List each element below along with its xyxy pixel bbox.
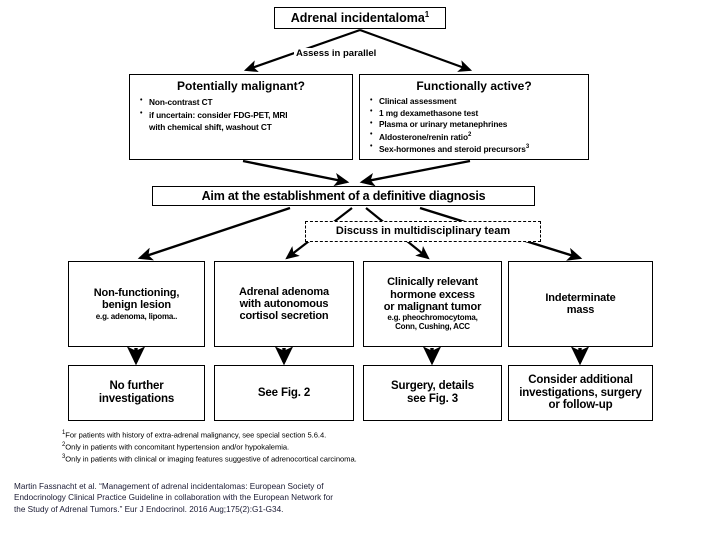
node-outcome-adrenal-adenoma: Adrenal adenoma with autonomous cortisol…	[214, 261, 354, 347]
malignant-criteria-list: Non-contrast CT if uncertain: consider F…	[136, 96, 346, 134]
footnote-marker-1: 1	[424, 9, 430, 19]
outcome-line-2: hormone excess	[390, 288, 475, 301]
node-multidisciplinary-team: Discuss in multidisciplinary team	[305, 221, 541, 242]
outcome-line-1: Non-functioning,	[93, 287, 180, 300]
node-aim-definitive-diagnosis: Aim at the establishment of a definitive…	[152, 186, 535, 206]
footnote-number: 1	[62, 430, 66, 436]
action-line-1: Surgery, details	[390, 380, 475, 393]
action-line-1: No further	[109, 380, 164, 393]
outcome-line-1: Indeterminate	[545, 291, 616, 304]
list-item: if uncertain: consider FDG-PET, MRI with…	[140, 109, 346, 133]
node-action-consider-additional: Consider additional investigations, surg…	[508, 365, 653, 421]
action-line-3: or follow-up	[548, 399, 613, 412]
node-outcome-hormone-excess: Clinically relevant hormone excess or ma…	[363, 261, 502, 347]
outcome-line-3: or malignant tumor	[383, 300, 482, 313]
list-item: Aldosterone/renin ratio2	[370, 130, 582, 143]
footnote-marker-3: 3	[525, 143, 530, 150]
source-citation: Martin Fassnacht et al. “Management of a…	[14, 482, 334, 514]
list-item: Non-contrast CT	[140, 96, 346, 108]
action-line-2: investigations	[98, 393, 175, 405]
footnote-2: 2Only in patients with concomitant hyper…	[62, 441, 582, 453]
node-outcome-non-functioning: Non-functioning, benign lesion e.g. aden…	[68, 261, 205, 347]
outcome-line-1: Adrenal adenoma	[238, 285, 330, 298]
footnote-text: Only in patients with clinical or imagin…	[65, 454, 357, 464]
footnote-marker-2: 2	[467, 131, 472, 138]
list-item: Clinical assessment	[370, 96, 582, 107]
node-action-see-fig-2: See Fig. 2	[214, 365, 354, 421]
node-functionally-active: Functionally active? Clinical assessment…	[359, 74, 589, 160]
footnote-number: 2	[62, 442, 66, 449]
list-item: 1 mg dexamethasone test	[370, 107, 582, 119]
functional-criteria-list: Clinical assessment 1 mg dexamethasone t…	[366, 96, 582, 155]
footnote-text: For patients with history of extra-adren…	[65, 430, 327, 440]
action-line-2: investigations, surgery	[519, 386, 642, 399]
node-action-no-further-investigations: No further investigations	[68, 365, 205, 421]
action-line-2: see Fig. 3	[407, 393, 458, 405]
node-outcome-indeterminate-mass: Indeterminate mass	[508, 261, 653, 347]
footnotes-block: 1For patients with history of extra-adre…	[62, 429, 582, 465]
outcome-note: e.g. adenoma, lipoma..	[95, 311, 178, 321]
action-line-1: Consider additional	[528, 373, 633, 386]
footnote-1: 1For patients with history of extra-adre…	[62, 429, 582, 441]
node-heading: Potentially malignant?	[176, 79, 305, 93]
node-action-surgery-see-fig-3: Surgery, details see Fig. 3	[363, 365, 502, 421]
outcome-note: e.g. pheochromocytoma,	[387, 313, 478, 323]
outcome-line-2: mass	[566, 304, 595, 316]
list-item: Plasma or urinary metanephrines	[370, 119, 582, 130]
outcome-line-1: Clinically relevant	[387, 276, 478, 289]
node-potentially-malignant: Potentially malignant? Non-contrast CT i…	[129, 74, 353, 160]
label-assess-in-parallel: Assess in parallel	[294, 48, 379, 59]
footnote-number: 3	[62, 454, 66, 461]
outcome-line-3: cortisol secretion	[239, 310, 329, 323]
outcome-line-2: benign lesion	[102, 299, 171, 312]
footnote-3: 3Only in patients with clinical or imagi…	[62, 453, 582, 465]
node-label: Adrenal incidentaloma	[290, 11, 425, 26]
node-adrenal-incidentaloma: Adrenal incidentaloma1	[274, 7, 446, 29]
outcome-line-2: with autonomous	[239, 297, 329, 310]
footnote-text: Only in patients with concomitant hypert…	[65, 442, 290, 452]
outcome-note-2: Conn, Cushing, ACC	[395, 322, 470, 332]
action-line-1: See Fig. 2	[257, 386, 311, 399]
node-heading: Functionally active?	[416, 79, 532, 93]
list-item: Sex-hormones and steroid precursors3	[370, 142, 582, 155]
